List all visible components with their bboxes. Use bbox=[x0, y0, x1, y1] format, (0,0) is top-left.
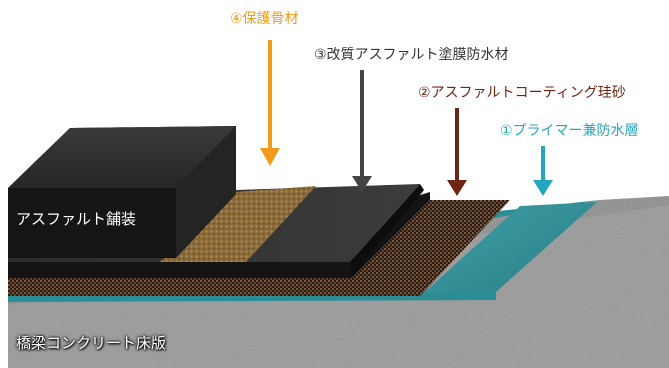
aggregate-label: ④保護骨材 bbox=[230, 11, 299, 27]
asphalt-pavement-block bbox=[8, 126, 236, 258]
concrete-deck-label: 橋梁コンクリート床版 bbox=[16, 334, 167, 352]
protective-aggregate-layer bbox=[160, 186, 316, 262]
aggregate-arrow bbox=[260, 40, 280, 166]
asphalt-pavement-label: アスファルト舗装 bbox=[16, 210, 137, 228]
modified-asphalt-label: ③改質アスファルト塗膜防水材 bbox=[314, 47, 509, 63]
modified-asphalt-arrow bbox=[352, 70, 372, 192]
primer-arrow bbox=[533, 146, 553, 196]
coating-arrow bbox=[447, 108, 467, 196]
coating-label: ②アスファルトコーティング珪砂 bbox=[418, 85, 626, 101]
primer-label: ①プライマー兼防水層 bbox=[500, 123, 639, 139]
